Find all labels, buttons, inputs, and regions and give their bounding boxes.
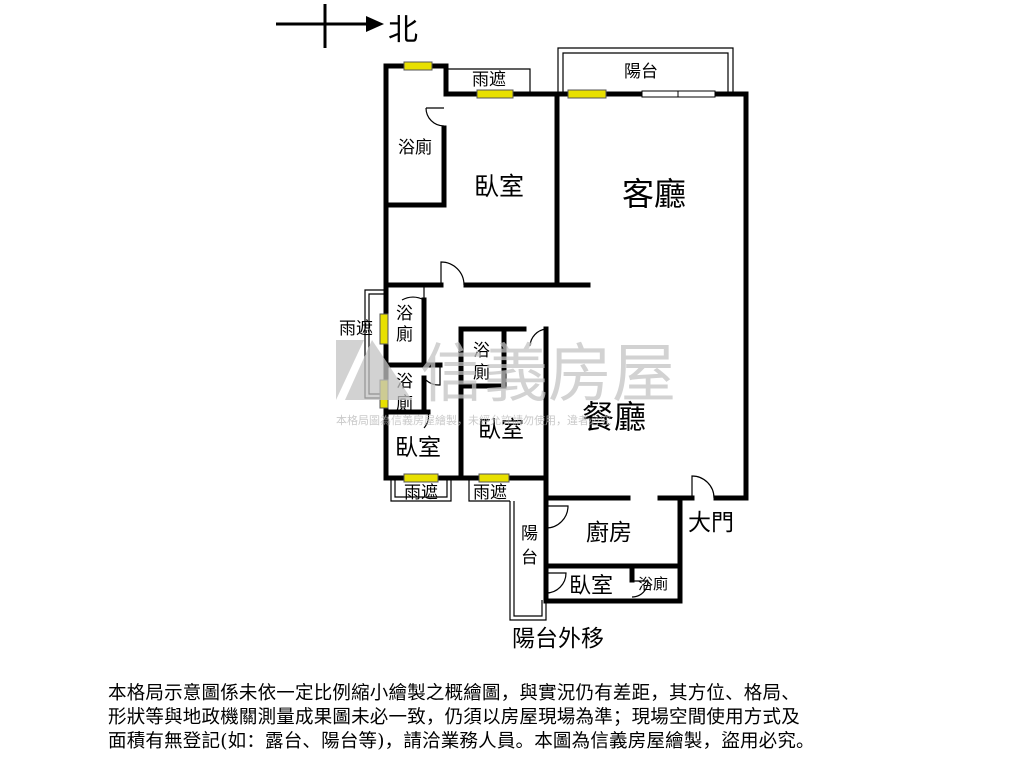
bath-2-label-a: 浴 <box>396 304 413 324</box>
north-label: 北 <box>388 13 418 48</box>
disclaimer-line-2: 形狀等與地政機關測量成果圖未必一致，仍須以房屋現場為準；現場空間使用方式及 <box>108 707 800 728</box>
balcony-outlines <box>364 47 734 621</box>
bedroom-2-label: 臥室 <box>395 435 441 461</box>
bedroom-1-label: 臥室 <box>474 172 524 201</box>
sliding-door <box>641 90 716 98</box>
north-arrow-icon <box>276 4 384 48</box>
watermark: 信義房屋 本格局圖為信義房屋繪製，未經允許請勿使用，違者必究 <box>336 338 676 427</box>
canopy-top-label: 雨遮 <box>472 70 506 90</box>
disclaimer-text: 本格局示意圖係未依一定比例縮小繪製之概繪圖，與實況仍有差距，其方位、格局、 形狀… <box>108 682 928 754</box>
bath-5-label: 浴廁 <box>638 575 668 593</box>
canopy-left-label: 雨遮 <box>339 319 373 339</box>
bedroom-3-label: 臥室 <box>478 417 524 443</box>
canopy-bottom-2-label: 雨遮 <box>473 483 507 503</box>
bath-4-label-a: 浴 <box>473 341 490 361</box>
watermark-notice: 本格局圖為信義房屋繪製，未經允許請勿使用，違者必究 <box>336 413 611 427</box>
living-room-label: 客廳 <box>622 175 686 213</box>
canopy-bottom-1-label: 雨遮 <box>404 483 438 503</box>
disclaimer-line-1: 本格局示意圖係未依一定比例縮小繪製之概繪圖，與實況仍有差距，其方位、格局、 <box>108 683 800 704</box>
door-swings <box>401 107 715 598</box>
watermark-logo-icon <box>336 340 412 400</box>
disclaimer-line-3: 面積有無登記(如：露台、陽台等)，請洽業務人員。本圖為信義房屋繪製，盜用必究。 <box>108 731 815 752</box>
balcony-moved-label: 陽台外移 <box>512 626 604 652</box>
bedroom-4-label: 臥室 <box>569 574 613 599</box>
balcony-top-label: 陽台 <box>624 62 658 82</box>
watermark-brand: 信義房屋 <box>420 338 676 412</box>
balcony-side-label-b: 台 <box>521 548 538 568</box>
kitchen-label: 廚房 <box>586 520 632 546</box>
dining-room-label: 餐廳 <box>582 398 646 436</box>
balcony-side-label-a: 陽 <box>521 524 538 544</box>
bath-2-label-b: 廁 <box>396 324 413 345</box>
bath-1-label: 浴廁 <box>398 137 432 158</box>
main-door-label: 大門 <box>688 510 734 536</box>
floor-plan: 北 <box>276 4 749 652</box>
bath-4-label-b: 廁 <box>473 362 490 383</box>
